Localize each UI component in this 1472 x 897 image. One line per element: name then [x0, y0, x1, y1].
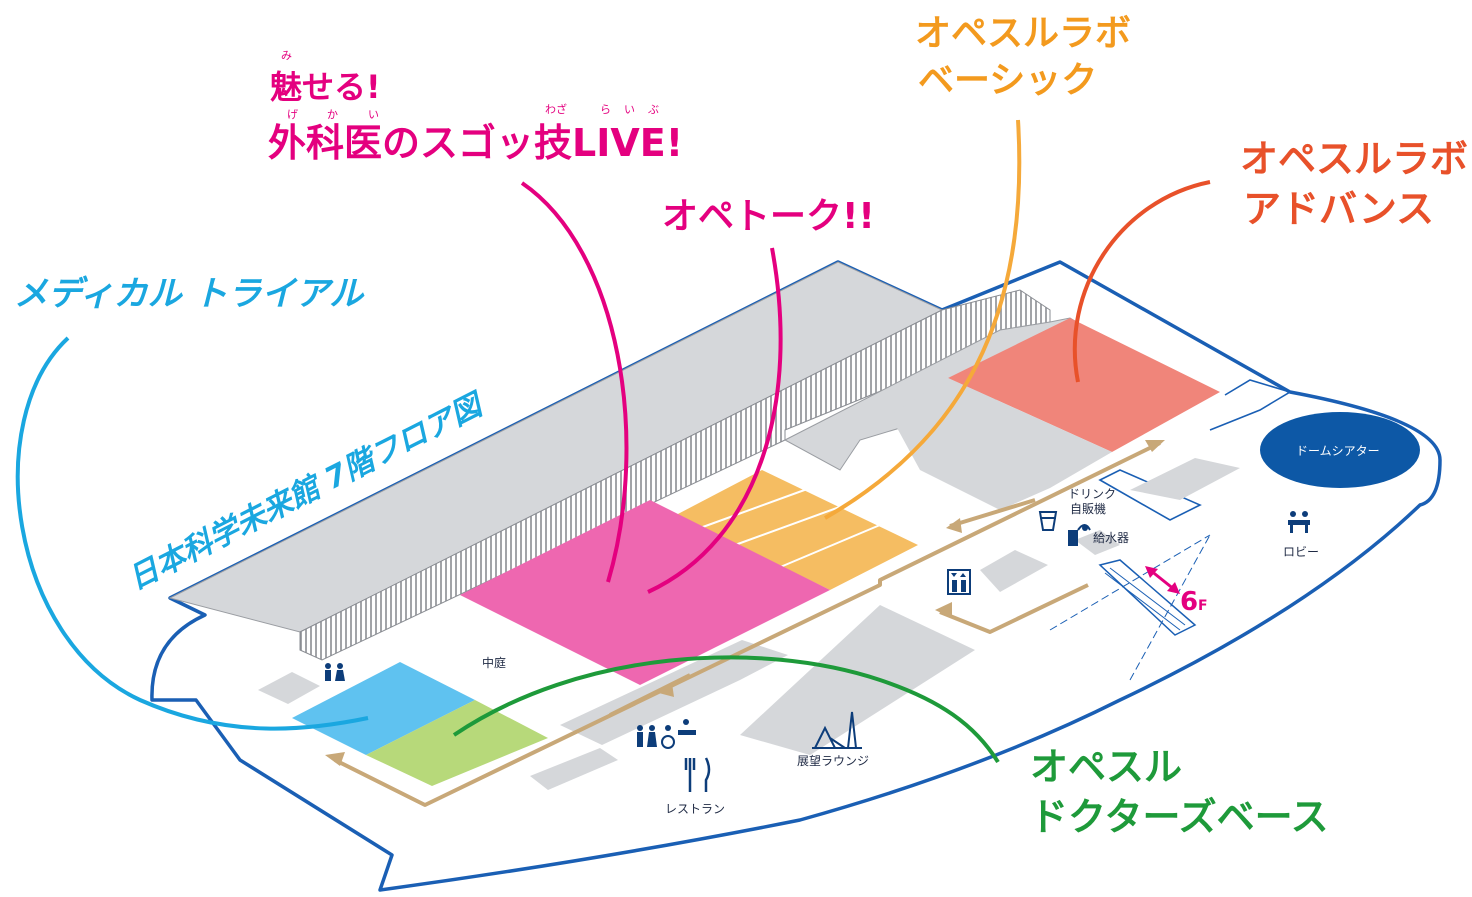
water-fountain-icon — [1068, 524, 1091, 546]
callout-surgeon-live: み 魅せる! げ か い わざ ら い ぶ 外科医のスゴッ技LIVE! — [265, 49, 687, 169]
ruby-mi: み — [281, 49, 292, 62]
leader-lab-advance — [1072, 180, 1211, 383]
leader-lab-basic — [823, 119, 1022, 520]
callout-doctors-base: オペスル ドクターズベース — [1027, 742, 1333, 843]
restaurant-cutlery-icon — [684, 757, 711, 792]
inner-walls — [1059, 261, 1292, 521]
lab-advance-line1: オペスルラボ — [1240, 137, 1468, 181]
restaurant-label: レストラン — [665, 802, 725, 816]
zone-medical-trial — [292, 662, 475, 755]
ruby-i: い — [368, 108, 379, 121]
gray-room-f — [258, 672, 320, 704]
ruby-waza: わざ — [545, 102, 567, 116]
zone-lab-basic-divider-1 — [699, 487, 811, 529]
zone-lab-basic — [676, 470, 918, 590]
lab-basic-line1: オペスルラボ — [915, 13, 1131, 54]
gray-room-b — [740, 605, 975, 755]
ruby-ge: げ — [287, 108, 298, 121]
drink-label-1: ドリンク — [1068, 487, 1116, 501]
gray-room-g — [1075, 530, 1120, 555]
ruby-i2: い — [624, 103, 635, 116]
floor-6f-unit: F — [1198, 598, 1208, 614]
zone-surgeon-live — [460, 500, 830, 685]
ruby-ra: ら — [600, 103, 611, 116]
leader-ope-talk — [647, 247, 783, 594]
gray-room-c — [980, 550, 1048, 592]
lobby-label: ロビー — [1283, 545, 1319, 559]
callout-medical-trial: メディカル トライアル — [14, 274, 365, 314]
lab-advance-line2: アドバンス — [1243, 187, 1434, 231]
courtyard-label: 中庭 — [482, 655, 506, 670]
callout-lab-advance: オペスルラボ アドバンス — [1237, 134, 1472, 235]
ruby-ka: か — [327, 108, 338, 121]
lounge-skyline-icon — [812, 711, 862, 749]
gray-right-room — [890, 378, 1112, 510]
callout-ope-talk: オペトーク!! — [662, 196, 875, 237]
drink-cup-icon — [1038, 511, 1058, 531]
zone-lab-basic-divider-3 — [777, 524, 881, 569]
zone-lab-advance — [948, 318, 1220, 452]
escalator-icon — [1049, 534, 1211, 681]
dome-theater[interactable]: ドームシアター — [1260, 412, 1420, 488]
ruby-bu: ぶ — [648, 103, 659, 116]
leader-doctors-base — [452, 655, 1000, 764]
drink-label-2: 自販機 — [1070, 501, 1106, 516]
zone-doctors-base — [366, 700, 548, 786]
accessible-restroom-icon — [637, 719, 696, 749]
leader-medical-trial — [15, 336, 369, 731]
dome-theater-label: ドームシアター — [1296, 444, 1380, 458]
callout-lab-basic: オペスルラボ ベーシック — [912, 10, 1135, 105]
gray-room-e — [530, 748, 618, 790]
surgeon-live-line2: 外科医のスゴッ技LIVE! — [268, 121, 683, 165]
zone-lab-basic-divider-2 — [734, 504, 846, 546]
surgeon-live-line1: 魅せる! — [270, 68, 381, 106]
lab-basic-line2: ベーシック — [918, 60, 1097, 101]
restroom-icon — [325, 663, 345, 681]
route-arrowheads — [325, 440, 1165, 766]
gray-room-a — [560, 640, 788, 745]
gray-room-d — [1130, 458, 1240, 500]
doctors-base-line1: オペスル — [1030, 745, 1182, 789]
doctors-base-line2: ドクターズベース — [1030, 795, 1329, 839]
floor-6f: 6 F — [1145, 566, 1208, 617]
route-arrow-icon — [334, 441, 1161, 807]
water-label: 給水器 — [1093, 531, 1129, 545]
lobby-seating-icon — [1288, 511, 1310, 533]
lounge-label: 展望ラウンジ — [797, 754, 869, 768]
floor-6f-number: 6 — [1180, 587, 1198, 617]
leader-surgeon-live — [520, 181, 629, 583]
elevator-icon — [947, 569, 971, 595]
